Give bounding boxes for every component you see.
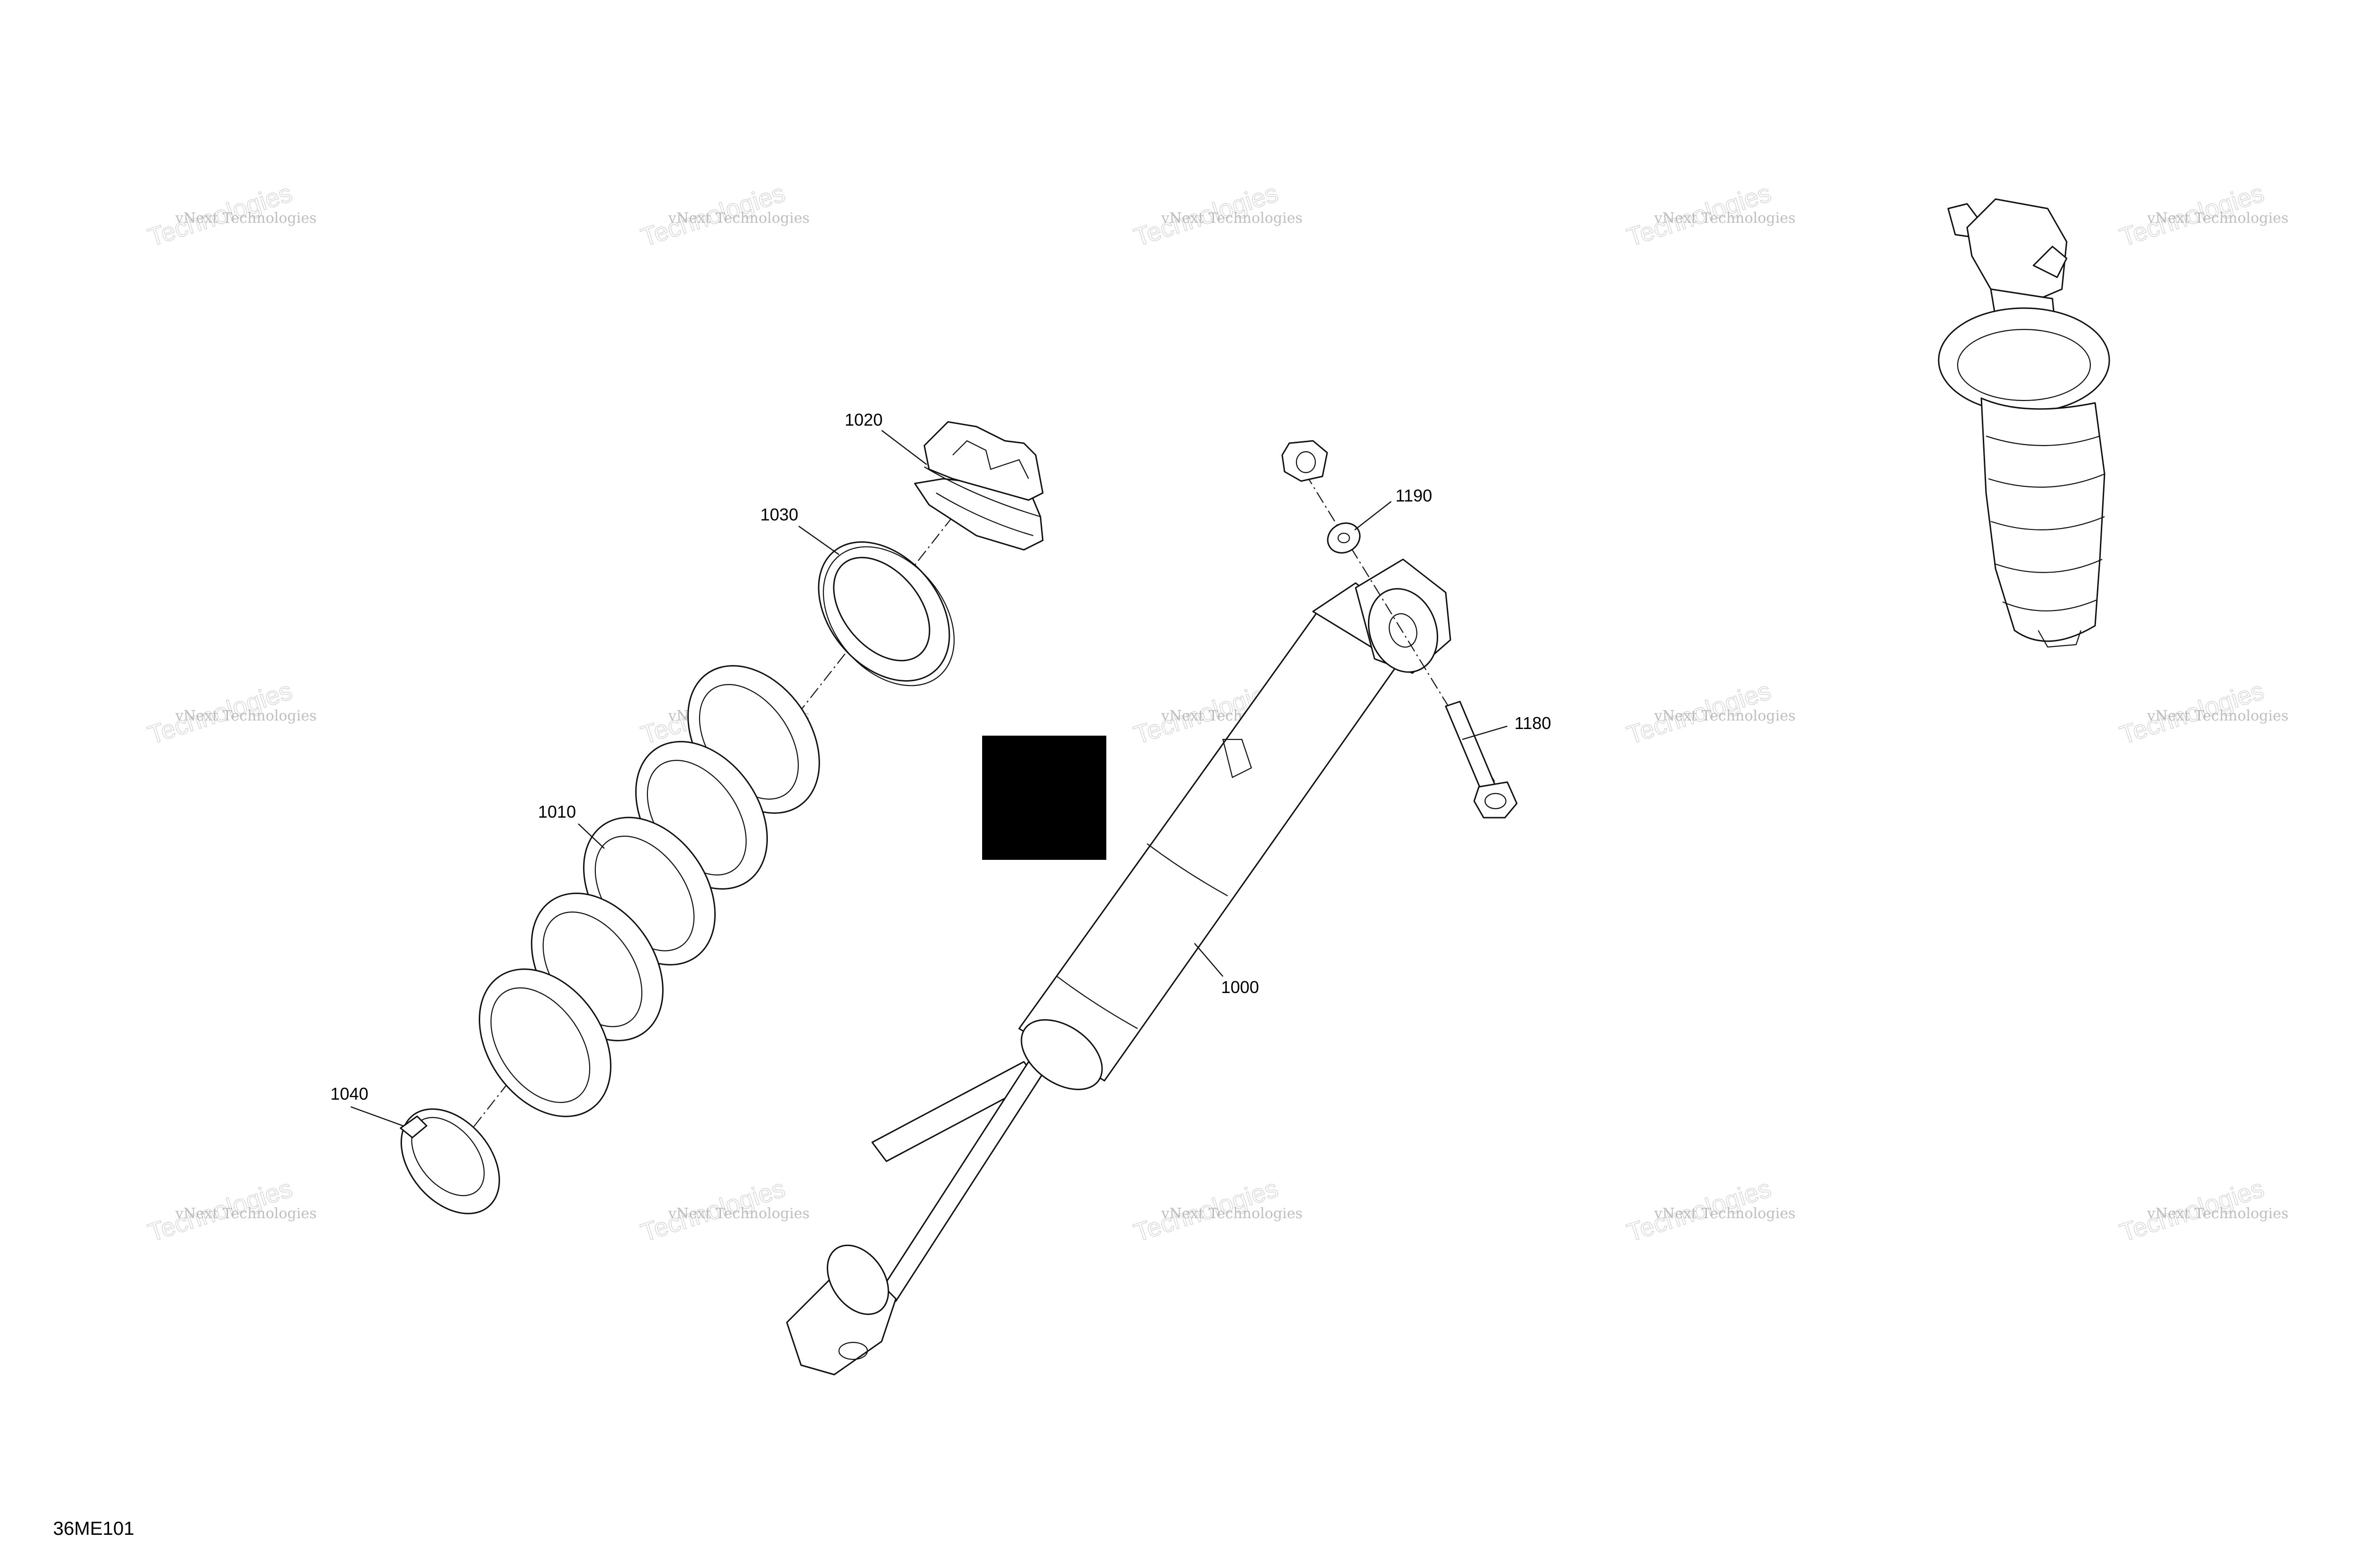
callout-1190: 1190 [1395, 486, 1432, 505]
watermark: vNext Technologies Technologies [144, 1174, 317, 1248]
watermark: vNext Technologies Technologies [2116, 1174, 2288, 1248]
watermark: vNext Technologies Technologies [637, 178, 810, 252]
watermark: vNext Technologies Technologies [1623, 676, 1796, 750]
watermark: vNext Technologies Technologies [2116, 178, 2288, 252]
leader-1000 [1194, 943, 1223, 977]
watermark-line1: vNext Technologies [175, 1205, 317, 1222]
callout-1010: 1010 [538, 802, 576, 821]
watermark-line1: vNext Technologies [668, 210, 810, 227]
watermark: vNext Technologies Technologies [144, 676, 317, 750]
callout-1030: 1030 [760, 505, 798, 524]
watermark-line1: vNext Technologies [1161, 210, 1303, 227]
watermark: vNext Technologies Technologies [1130, 178, 1303, 252]
leader-1040 [350, 1106, 403, 1127]
watermark-line1: vNext Technologies [2147, 708, 2288, 724]
watermark: vNext Technologies Technologies [1623, 178, 1796, 252]
leader-1010 [578, 823, 605, 849]
part-1190-nut-washer [1281, 440, 1361, 554]
part-1030-spring-seat [818, 541, 955, 686]
watermark-line1: vNext Technologies [668, 1205, 810, 1222]
watermark-line1: vNext Technologies [2147, 210, 2288, 227]
part-1180-bolt [1445, 701, 1518, 819]
watermark-line1: vNext Technologies [2147, 1205, 2288, 1222]
redaction-block [982, 736, 1106, 860]
part-1010-coil-spring [479, 665, 820, 1117]
watermark: vNext Technologies Technologies [144, 178, 317, 252]
watermark: vNext Technologies Technologies [637, 1174, 810, 1248]
callout-1180: 1180 [1514, 713, 1551, 733]
watermark: vNext Technologies Technologies [1623, 1174, 1796, 1248]
watermark-line1: vNext Technologies [1654, 708, 1796, 724]
leader-1020 [881, 430, 927, 465]
leader-1190 [1354, 501, 1392, 530]
leader-1030 [798, 526, 839, 555]
callout-labels: 1020 1030 1010 1040 1190 1180 1000 [330, 410, 1551, 1103]
watermark-line1: vNext Technologies [175, 210, 317, 227]
watermark-line1: vNext Technologies [1161, 1205, 1303, 1222]
part-1000-shock-absorber [786, 558, 1451, 1376]
watermark: vNext Technologies Technologies [1130, 1174, 1303, 1248]
callout-1040: 1040 [330, 1084, 368, 1103]
part-1020-spring-retainer [914, 421, 1044, 551]
assembled-shock-view [1938, 198, 2110, 648]
callout-1020: 1020 [845, 410, 883, 429]
leader-lines [350, 430, 1508, 1127]
watermark-line1: vNext Technologies [1654, 210, 1796, 227]
watermark-line1: vNext Technologies [1654, 1205, 1796, 1222]
part-1040-lower-seat [400, 1108, 500, 1214]
diagram-reference-code: 36ME101 [53, 1518, 134, 1539]
leader-1180 [1462, 725, 1508, 740]
watermark-line1: vNext Technologies [175, 708, 317, 724]
callout-1000: 1000 [1221, 977, 1259, 997]
watermark: vNext Technologies Technologies [2116, 676, 2288, 750]
